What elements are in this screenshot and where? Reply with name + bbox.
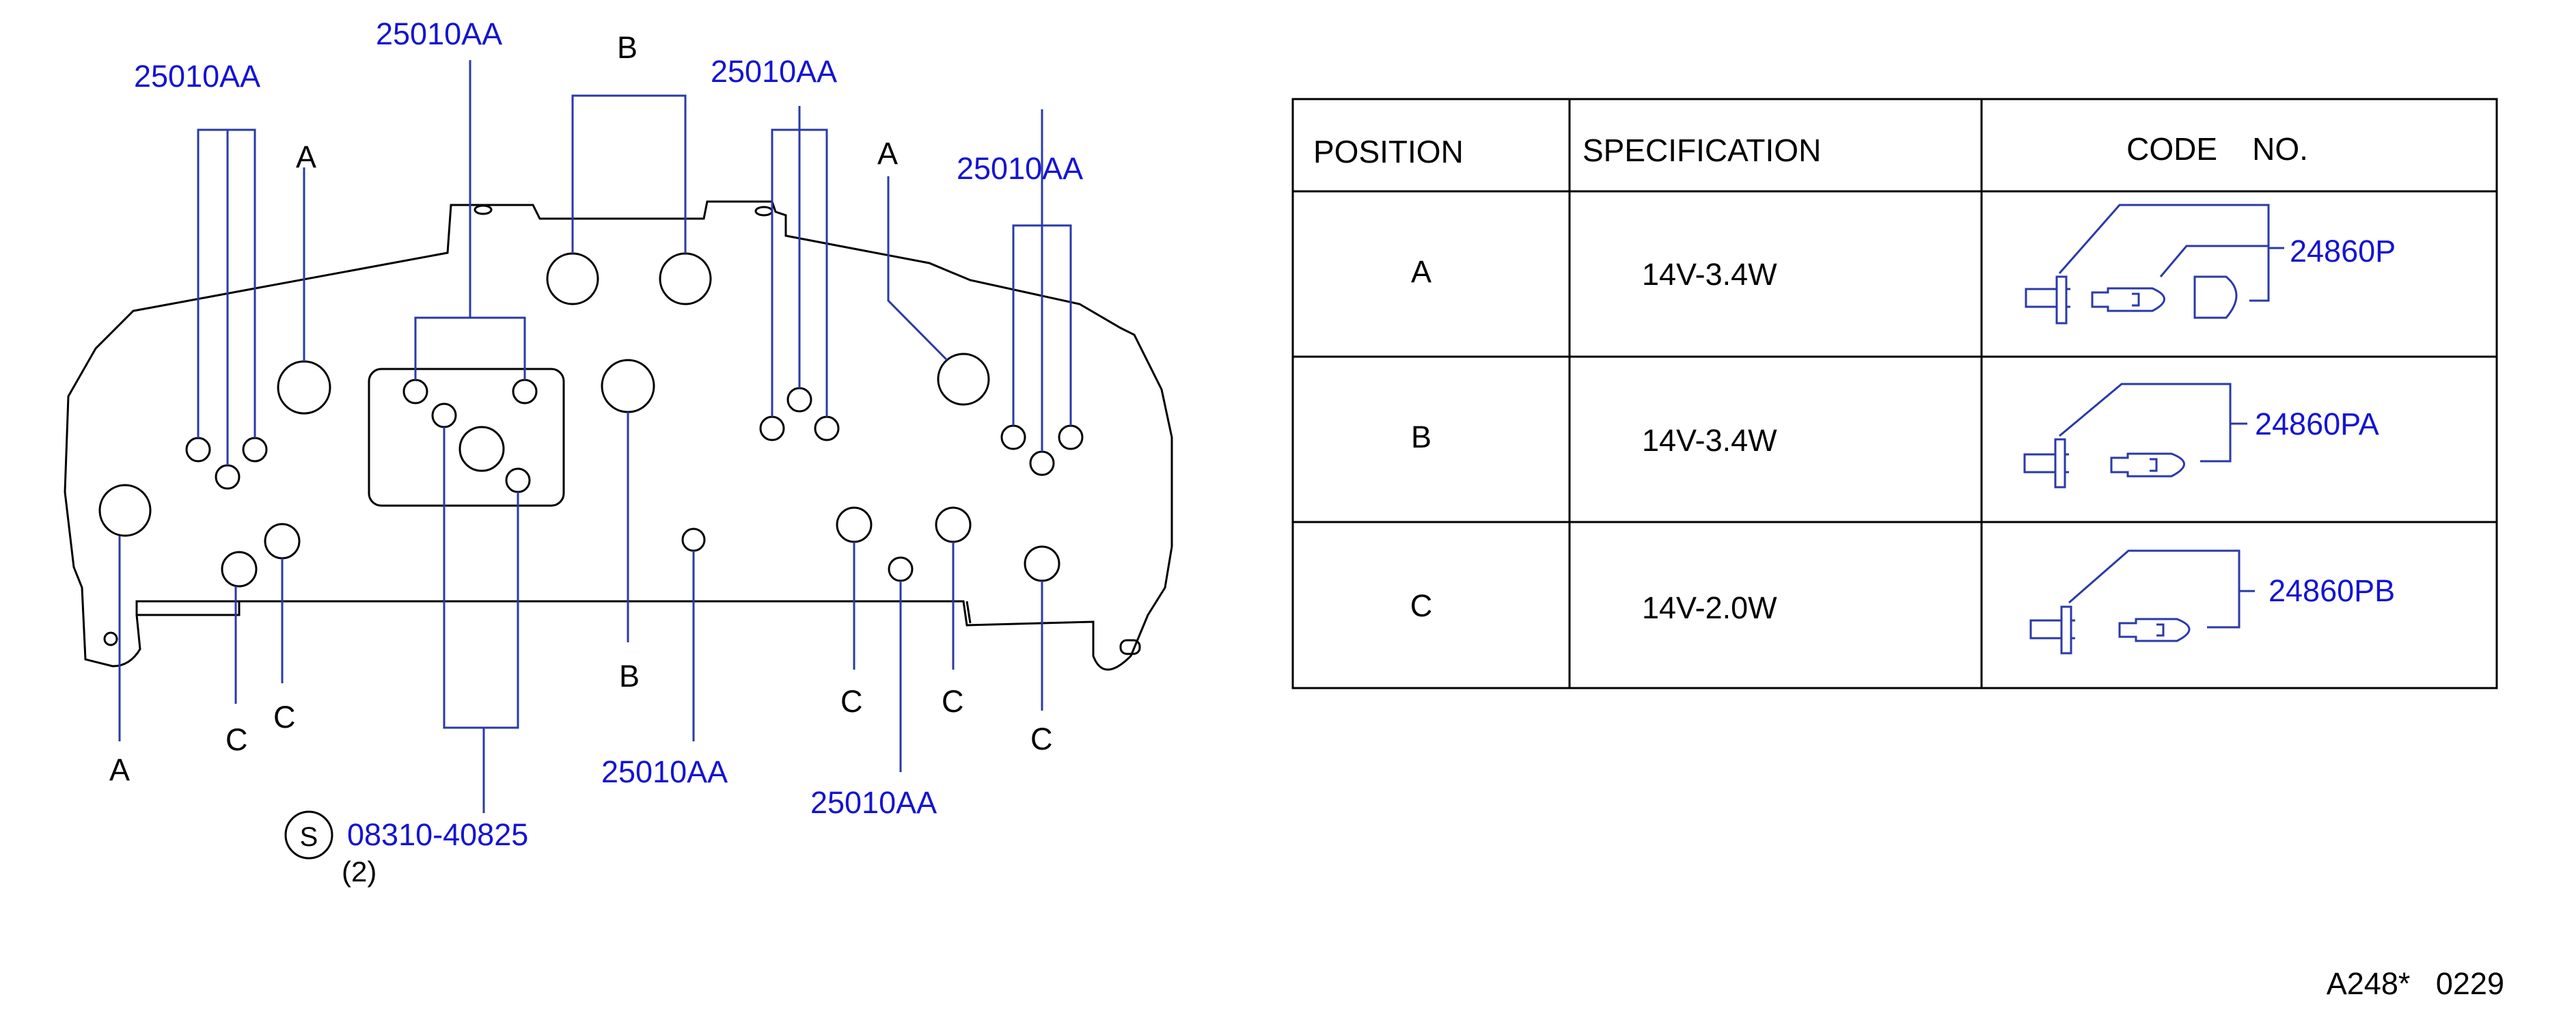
position-label-a: A <box>109 752 130 787</box>
callout-leaders <box>118 60 1072 813</box>
center-panel-outline <box>368 368 565 507</box>
header-specification: SPECIFICATION <box>1582 133 1821 168</box>
row-position: A <box>1411 254 1431 289</box>
bulb-and-socket-icon <box>2025 275 2238 325</box>
screw-symbol-circle <box>284 810 333 860</box>
position-label-c: C <box>273 700 296 735</box>
callout-part-no: 25010AA <box>957 151 1083 186</box>
row-code: 24860PB <box>2269 573 2395 608</box>
table-row-a: A 14V-3.4W 24860P <box>1411 204 2396 325</box>
screw-quantity: (2) <box>342 855 376 888</box>
callout-part-no: 25010AA <box>376 16 502 51</box>
position-label-a: A <box>877 136 898 171</box>
position-label-c: C <box>942 684 964 719</box>
header-code-no: CODE NO. <box>2126 131 2308 167</box>
row-specification: 14V-3.4W <box>1642 423 1777 458</box>
position-label-b: B <box>619 659 640 694</box>
figure-reference: A248* 0229 <box>2327 966 2504 1001</box>
socket-holes <box>98 252 1084 588</box>
table-row-b: B 14V-3.4W 24860PA <box>1411 383 2379 489</box>
row-specification: 14V-2.0W <box>1642 590 1777 625</box>
row-code: 24860P <box>2290 234 2396 269</box>
spec-table: POSITION SPECIFICATION CODE NO. A 14V-3.… <box>1291 98 2498 689</box>
callout-part-no: 25010AA <box>134 59 260 94</box>
screw-part-no: 08310-40825 <box>347 817 528 852</box>
callout-labels: 25010AA 25010AA 25010AA 25010AA 25010AA … <box>109 16 1083 888</box>
position-label-c: C <box>1030 722 1053 756</box>
callout-part-no: 25010AA <box>601 754 728 789</box>
row-position: B <box>1411 420 1431 454</box>
position-label-b: B <box>617 30 638 65</box>
table-row-c: C 14V-2.0W 24860PB <box>1410 549 2395 655</box>
position-label-c: C <box>840 684 863 719</box>
bulb-and-socket-icon <box>2029 605 2191 655</box>
screw-symbol: S <box>300 822 318 852</box>
header-position: POSITION <box>1313 134 1464 169</box>
cluster-housing-outline <box>64 200 1173 671</box>
row-specification: 14V-3.4W <box>1642 257 1777 292</box>
callout-part-no: 25010AA <box>711 54 837 89</box>
callout-part-no: 25010AA <box>810 785 937 820</box>
position-label-a: A <box>296 139 316 174</box>
row-position: C <box>1410 588 1433 623</box>
position-label-c: C <box>225 722 248 757</box>
row-code: 24860PA <box>2255 407 2379 441</box>
bulb-and-socket-icon <box>2023 438 2185 489</box>
